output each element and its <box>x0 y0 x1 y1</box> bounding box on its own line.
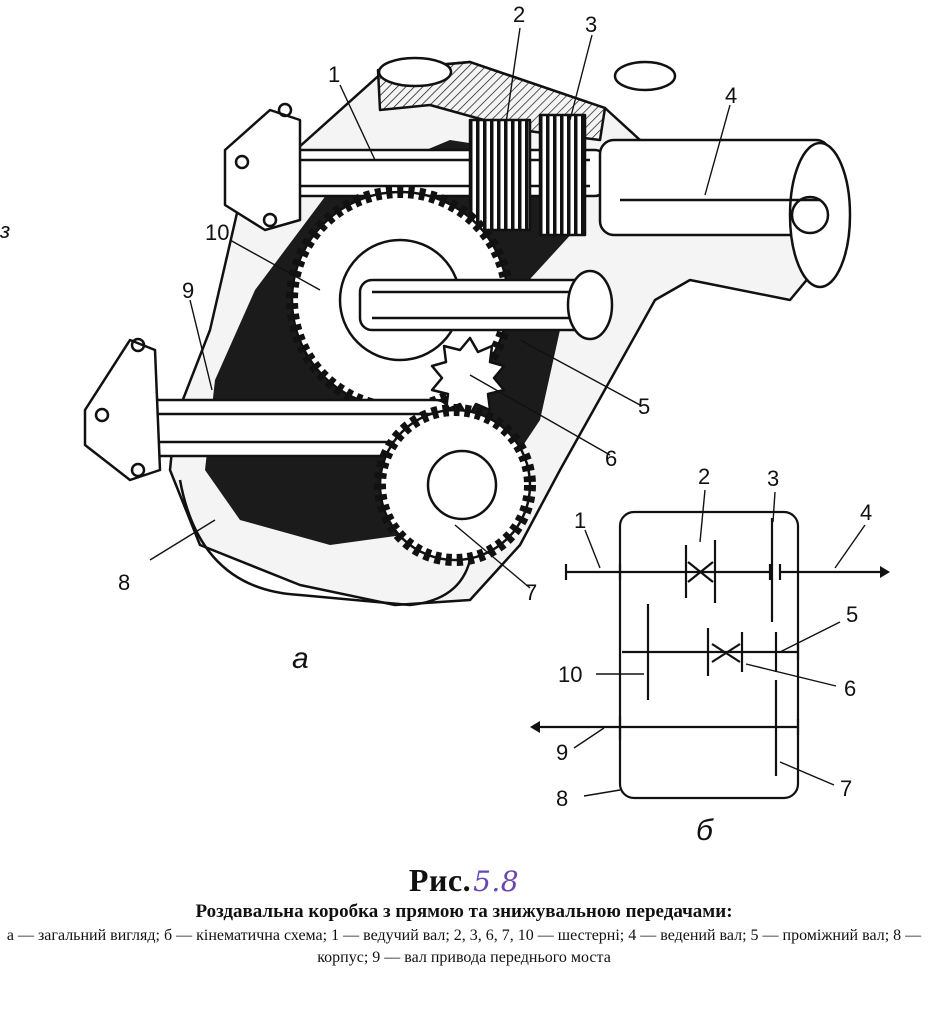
callout-b-5: 5 <box>846 602 858 627</box>
callout-a-10: 10 <box>205 220 229 245</box>
callout-a-9: 9 <box>182 278 194 303</box>
figure-caption: Рис.5.8 Роздавальна коробка з прямою та … <box>0 862 928 969</box>
figure-number: 5.8 <box>473 865 520 898</box>
callout-a-2: 2 <box>513 2 525 27</box>
general-view-drawing <box>83 56 852 607</box>
callout-a-5: 5 <box>638 394 650 419</box>
callout-a-4: 4 <box>725 83 737 108</box>
figure-prefix: Рис. <box>408 862 472 898</box>
callout-b-3: 3 <box>767 466 779 491</box>
callout-a-8: 8 <box>118 570 130 595</box>
sublabel-a: а <box>292 642 309 675</box>
callout-a-7: 7 <box>525 580 537 605</box>
callout-b-9: 9 <box>556 740 568 765</box>
callout-a-6: 6 <box>605 446 617 471</box>
kinematic-scheme <box>530 510 890 800</box>
callout-b-1: 1 <box>574 508 586 533</box>
callout-leaders-b <box>573 489 866 797</box>
callout-b-8: 8 <box>556 786 568 811</box>
callout-b-6: 6 <box>844 676 856 701</box>
figure-legend: а — загальний вигляд; б — кінематична сх… <box>6 927 922 966</box>
figure-title: Рис.5.8 <box>409 862 519 899</box>
callout-b-2: 2 <box>698 464 710 489</box>
figure-heading: Роздавальна коробка з прямою та знижувал… <box>195 901 733 922</box>
sublabel-b: б <box>696 814 714 847</box>
transfer-case-illustration: з <box>0 2 890 847</box>
callout-b-4: 4 <box>860 500 872 525</box>
margin-mark: з <box>0 218 10 243</box>
callout-leaders-a <box>149 27 731 589</box>
callout-a-3: 3 <box>585 12 597 37</box>
callout-b-7: 7 <box>840 776 852 801</box>
callout-a-1: 1 <box>328 62 340 87</box>
callout-b-10: 10 <box>558 662 582 687</box>
